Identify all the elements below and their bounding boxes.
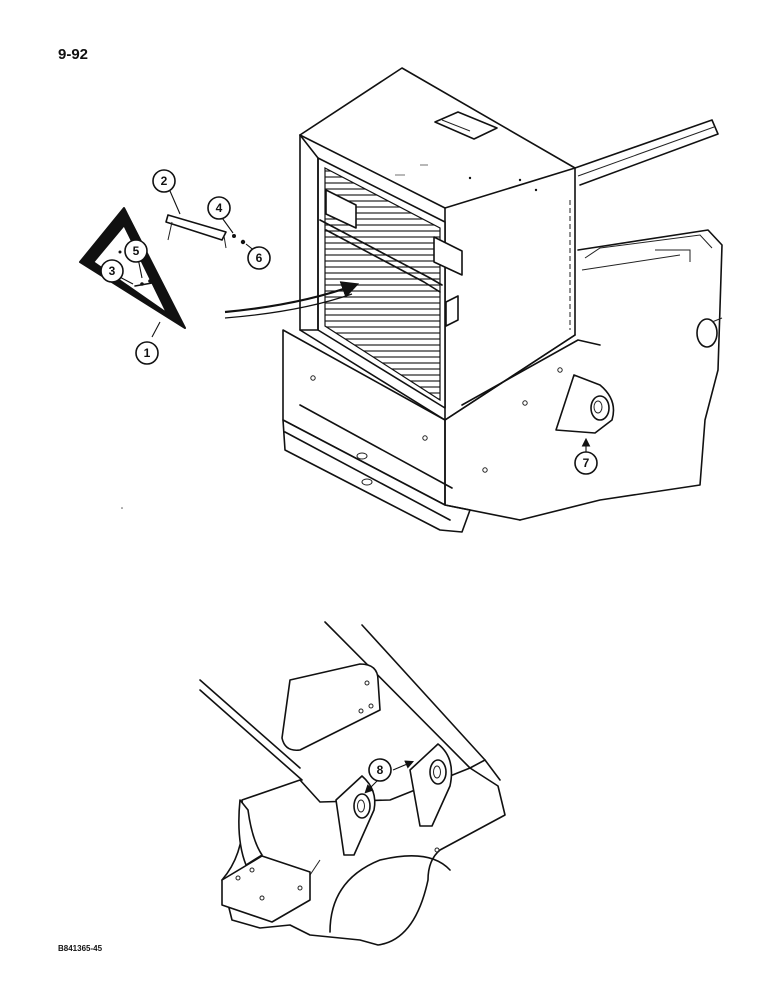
callout-8[interactable]: 8 — [368, 758, 392, 782]
bolt-hardware — [134, 234, 246, 287]
smv-emblem — [79, 207, 186, 329]
boom-arm-assembly — [199, 621, 506, 946]
install-arrow — [224, 281, 360, 314]
loader-rear-assembly — [282, 67, 723, 533]
page-number: 9-92 — [58, 46, 89, 63]
callout-1[interactable]: 1 — [135, 341, 159, 365]
svg-text:4: 4 — [216, 201, 223, 215]
svg-text:3: 3 — [109, 264, 116, 278]
svg-text:1: 1 — [144, 346, 151, 360]
drawing-code: B841365-45 — [58, 944, 103, 953]
svg-text:7: 7 — [583, 456, 590, 470]
callout-2[interactable]: 2 — [152, 169, 176, 193]
svg-text:2: 2 — [161, 174, 168, 188]
lift-brackets — [335, 743, 453, 856]
tow-hitch-plate — [555, 374, 615, 434]
callout-3[interactable]: 3 — [100, 259, 124, 283]
svg-text:5: 5 — [133, 244, 140, 258]
callout-7[interactable]: 7 — [574, 451, 598, 475]
mounting-bracket — [165, 214, 227, 249]
callout-4[interactable]: 4 — [207, 196, 231, 220]
callout-5[interactable]: 5 — [124, 239, 148, 263]
svg-text:8: 8 — [377, 763, 384, 777]
callout-6[interactable]: 6 — [247, 246, 271, 270]
svg-text:6: 6 — [256, 251, 263, 265]
